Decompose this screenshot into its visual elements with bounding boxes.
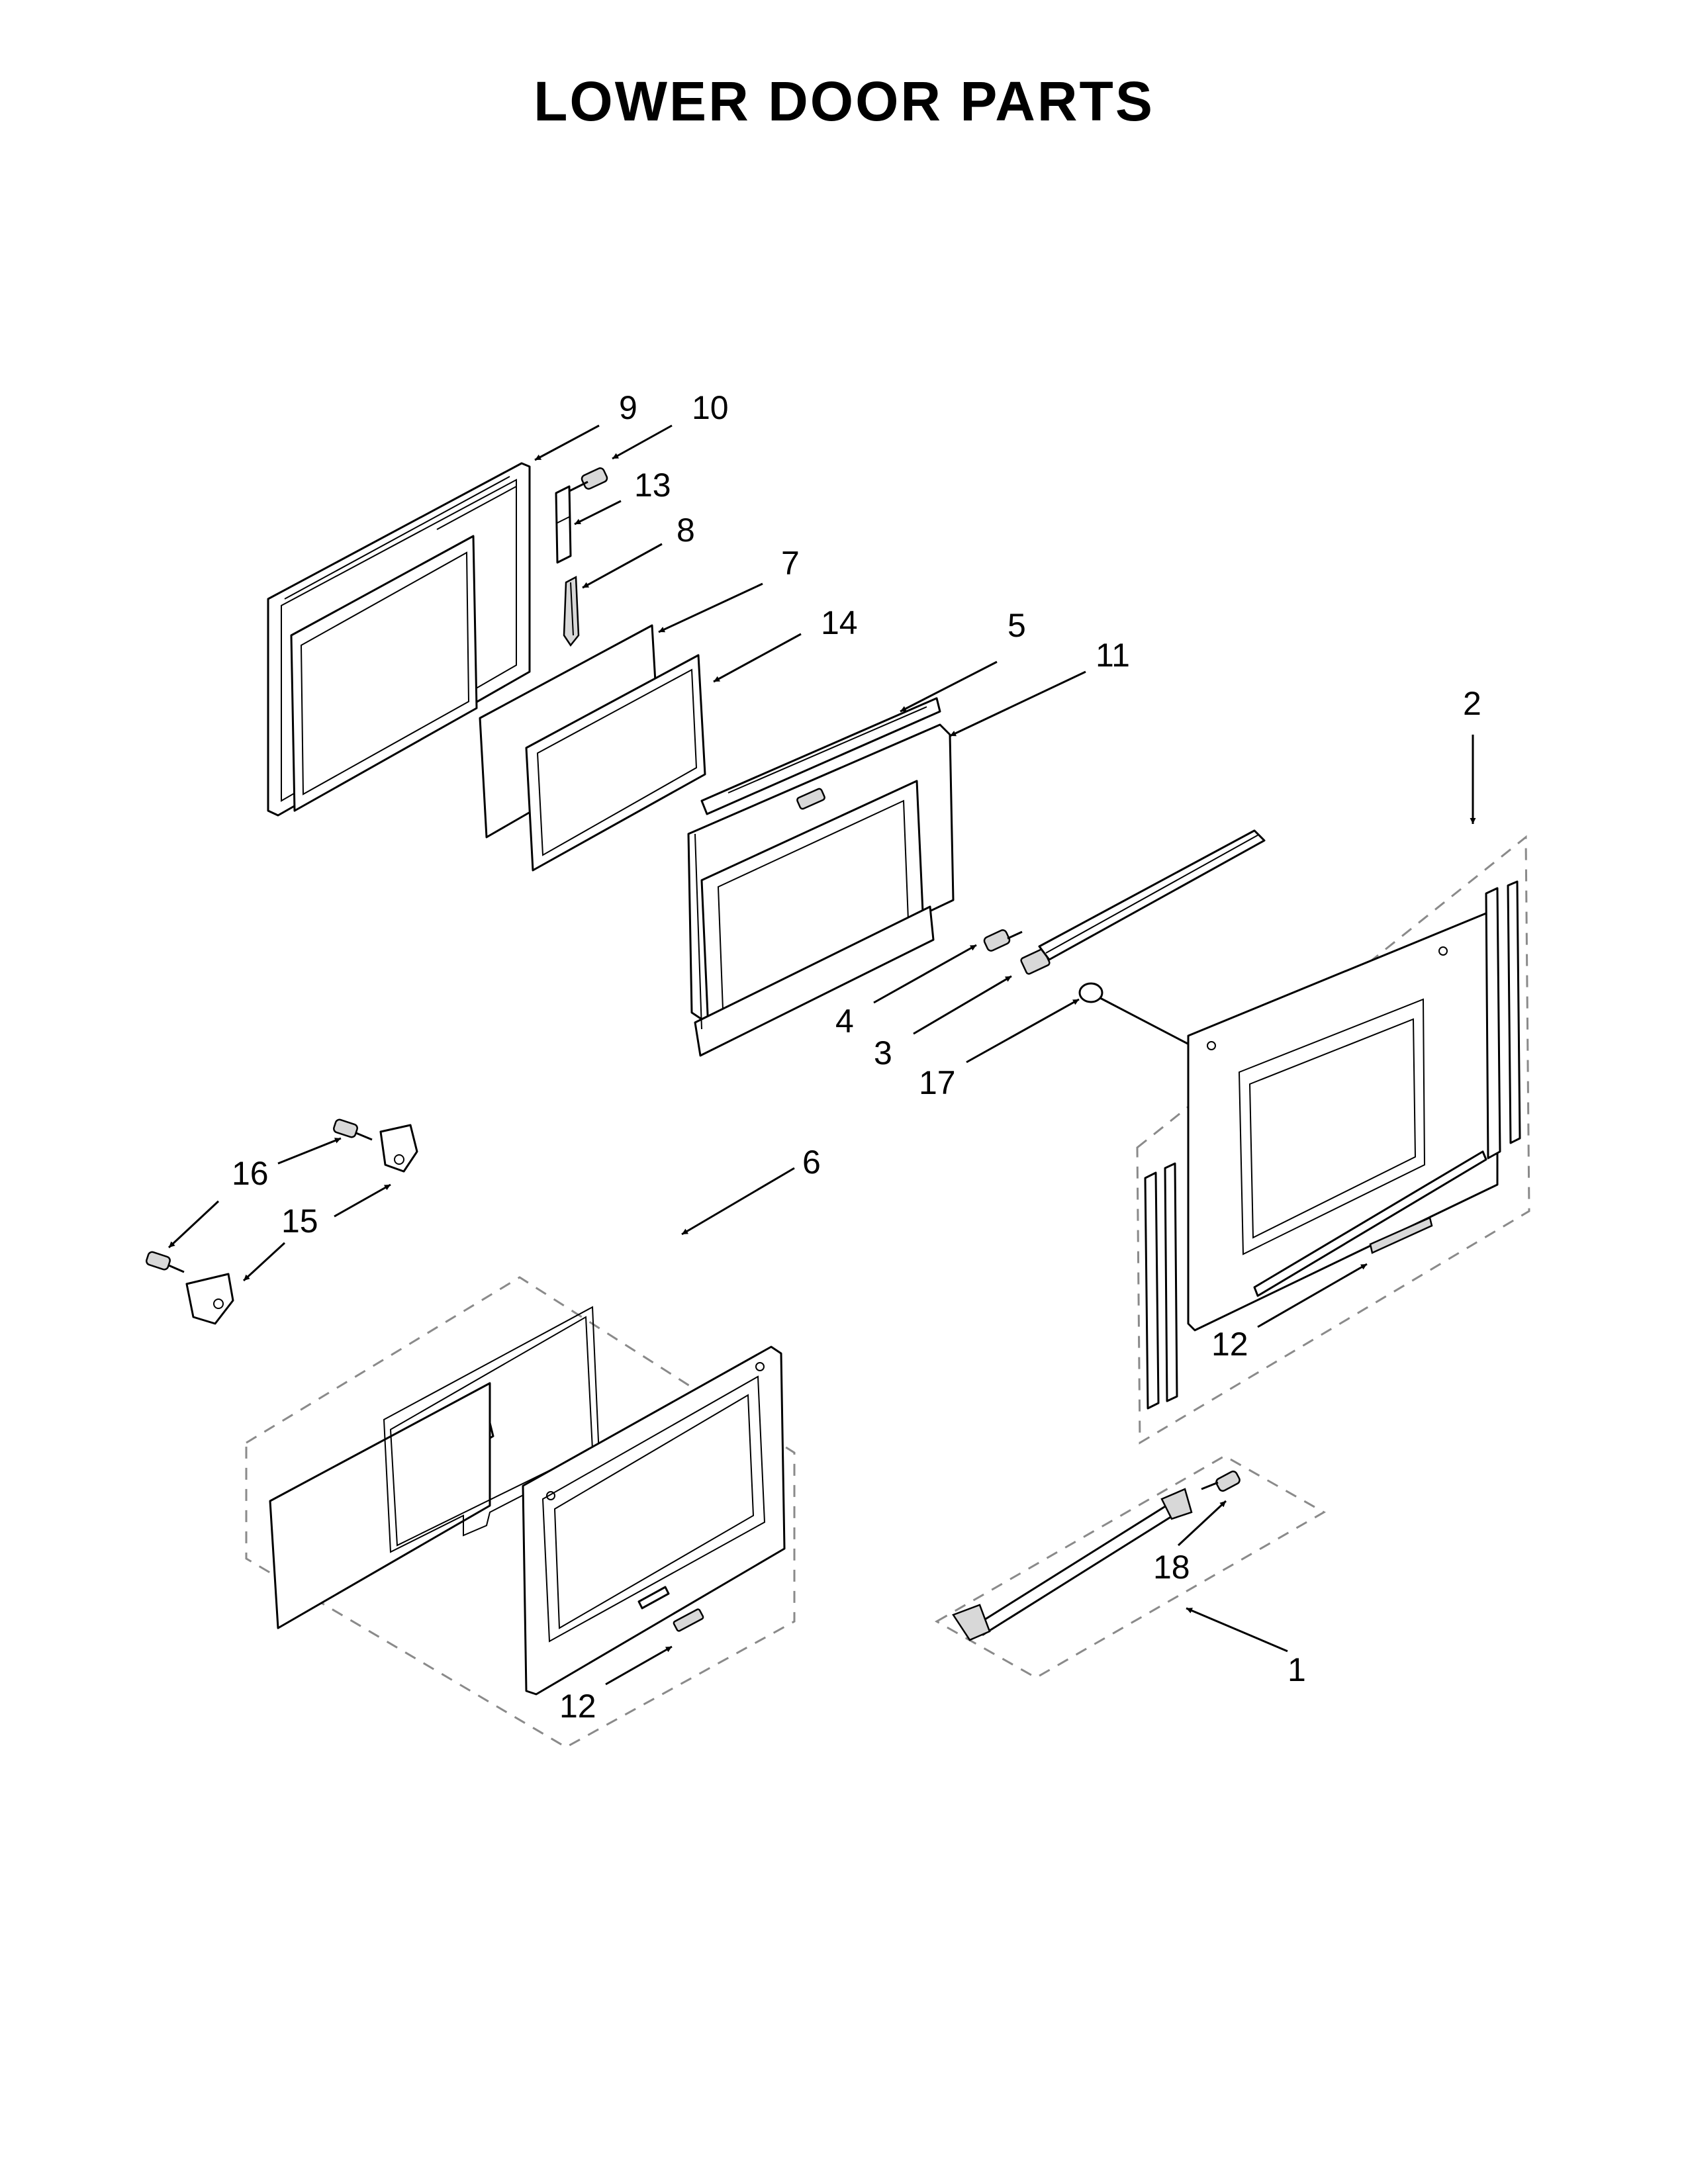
- callout-16: 16: [232, 1155, 269, 1192]
- part-8-hinge: [563, 575, 580, 647]
- callout-12-door-panel: 12: [559, 1688, 596, 1725]
- part-11-inner-door-panel: [687, 723, 955, 1057]
- handle-support-bar: [1038, 829, 1266, 961]
- callout-5: 5: [1008, 607, 1026, 644]
- callout-1: 1: [1288, 1651, 1306, 1688]
- callout-2: 2: [1463, 685, 1481, 722]
- callout-12-outer-door: 12: [1211, 1326, 1248, 1363]
- callout-17: 17: [919, 1064, 956, 1101]
- callout-13: 13: [634, 467, 671, 504]
- part-16-screw-lower: [146, 1251, 185, 1273]
- callout-15: 15: [281, 1203, 318, 1240]
- callout-9: 9: [619, 389, 637, 426]
- callout-14: 14: [821, 604, 858, 641]
- callout-numbers: 9 10 13 8 7 14 5 11 2 4 3 17 6 16 15 12 …: [232, 389, 1481, 1725]
- callout-6: 6: [802, 1144, 821, 1181]
- part-9-inner-door-liner: [267, 462, 531, 817]
- callout-7: 7: [781, 545, 800, 582]
- part-13-hinge-receiver: [555, 485, 572, 564]
- callout-10: 10: [692, 389, 729, 426]
- part-15-hinge-bracket-lower: [185, 1273, 234, 1325]
- part-2-outer-door-assembly: [1136, 835, 1530, 1445]
- page-title: LOWER DOOR PARTS: [534, 70, 1154, 132]
- part-15-hinge-bracket-upper: [379, 1124, 418, 1173]
- leader-arrows: [167, 424, 1476, 1686]
- part-18-screw: [1201, 1471, 1241, 1492]
- part-6-door-panel-assembly: [245, 1276, 796, 1749]
- part-4-screw: [983, 929, 1023, 952]
- part-17-washer: [1078, 982, 1192, 1047]
- part-14-glass-frame: [525, 654, 706, 872]
- callout-4: 4: [835, 1003, 854, 1040]
- part-1-handle-assembly: [934, 1455, 1327, 1679]
- part-10-screw: [569, 467, 608, 492]
- callout-18: 18: [1153, 1549, 1190, 1586]
- callout-8: 8: [677, 512, 695, 549]
- callout-11: 11: [1096, 637, 1130, 674]
- callout-3: 3: [874, 1034, 892, 1071]
- part-5-door-channel: [700, 697, 941, 815]
- part-16-screw-upper: [333, 1118, 373, 1141]
